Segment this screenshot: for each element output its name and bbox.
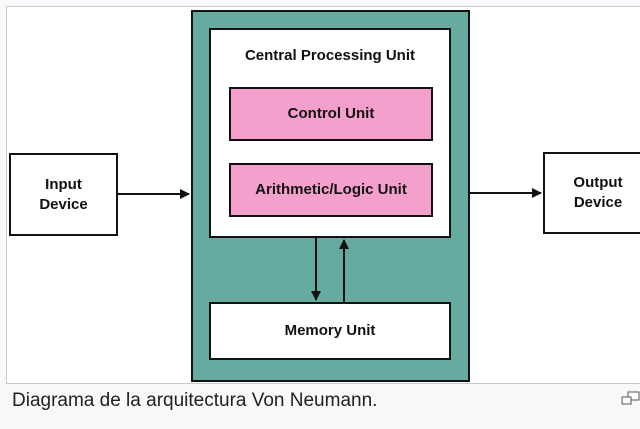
input-device-label: Input Device	[39, 175, 88, 213]
output-device-label: Output Device	[573, 174, 623, 211]
figure-caption: Diagrama de la arquitectura Von Neumann.	[12, 390, 378, 411]
memory-unit-box: Memory Unit	[209, 302, 451, 360]
magnify-clip-icon[interactable]	[621, 389, 640, 409]
alu-box: Arithmetic/Logic Unit	[229, 163, 433, 217]
cpu-title: Central Processing Unit	[244, 47, 416, 64]
control-unit-box: Control Unit	[229, 87, 433, 141]
diagram-image[interactable]: Central Processing Unit Control Unit Ari…	[6, 6, 640, 384]
input-device-box: Input Device	[9, 153, 118, 236]
output-device-box: Output Device	[543, 152, 640, 234]
